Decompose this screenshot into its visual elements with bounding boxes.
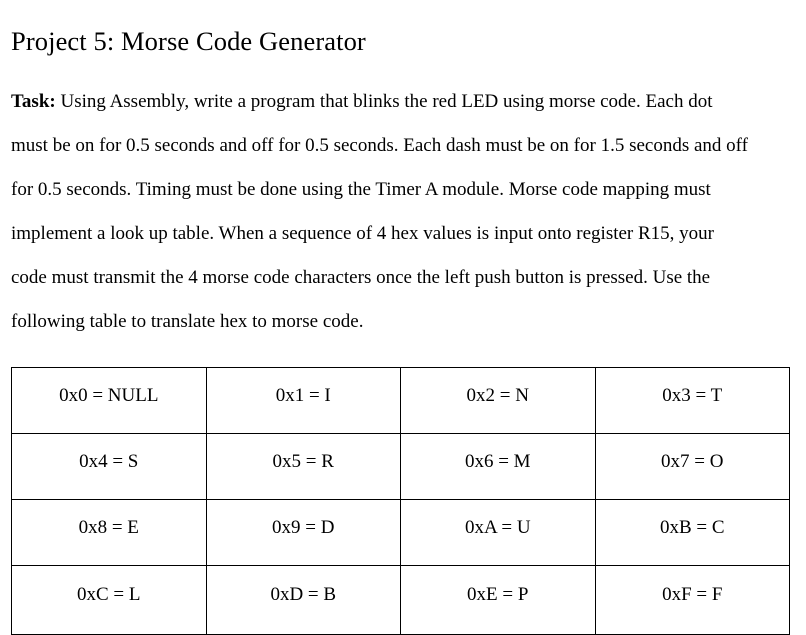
paragraph-line: must be on for 0.5 seconds and off for 0… <box>11 135 748 156</box>
table-cell: 0xF = F <box>594 565 790 635</box>
table-cell: 0x6 = M <box>400 433 596 500</box>
table-row: 0x8 = E 0x9 = D 0xA = U 0xB = C <box>11 499 790 566</box>
table-cell: 0xB = C <box>594 499 790 566</box>
paragraph-line: for 0.5 seconds. Timing must be done usi… <box>11 179 711 200</box>
task-label: Task: <box>11 91 56 112</box>
table-row: 0x0 = NULL 0x1 = I 0x2 = N 0x3 = T <box>11 367 790 434</box>
table-cell: 0xE = P <box>400 565 596 635</box>
table-cell: 0xA = U <box>400 499 596 566</box>
table-cell: 0x2 = N <box>400 367 596 434</box>
hex-to-morse-table: 0x0 = NULL 0x1 = I 0x2 = N 0x3 = T 0x4 =… <box>11 367 790 635</box>
table-cell: 0x9 = D <box>205 499 401 566</box>
task-first-line-text: Using Assembly, write a program that bli… <box>55 91 713 112</box>
paragraph-line: following table to translate hex to mors… <box>11 311 364 332</box>
paragraph-line: Task: Using Assembly, write a program th… <box>11 80 792 124</box>
table-cell: 0xC = L <box>11 565 207 635</box>
table-cell: 0x0 = NULL <box>11 367 207 434</box>
table-cell: 0x3 = T <box>594 367 790 434</box>
paragraph-line: code must transmit the 4 morse code char… <box>11 267 711 288</box>
table-row: 0x4 = S 0x5 = R 0x6 = M 0x7 = O <box>11 433 790 500</box>
table-cell: 0x7 = O <box>594 433 790 500</box>
table-row: 0xC = L 0xD = B 0xE = P 0xF = F <box>11 565 790 635</box>
paragraph-line: implement a look up table. When a sequen… <box>11 223 715 244</box>
page-title: Project 5: Morse Code Generator <box>11 25 366 56</box>
table-cell: 0x5 = R <box>205 433 401 500</box>
table-cell: 0xD = B <box>205 565 401 635</box>
table-cell: 0x1 = I <box>205 367 401 434</box>
task-paragraph: Task: Using Assembly, write a program th… <box>11 80 792 344</box>
document-page: Project 5: Morse Code Generator Task: Us… <box>11 25 792 635</box>
table-cell: 0x4 = S <box>11 433 207 500</box>
table-cell: 0x8 = E <box>11 499 207 566</box>
